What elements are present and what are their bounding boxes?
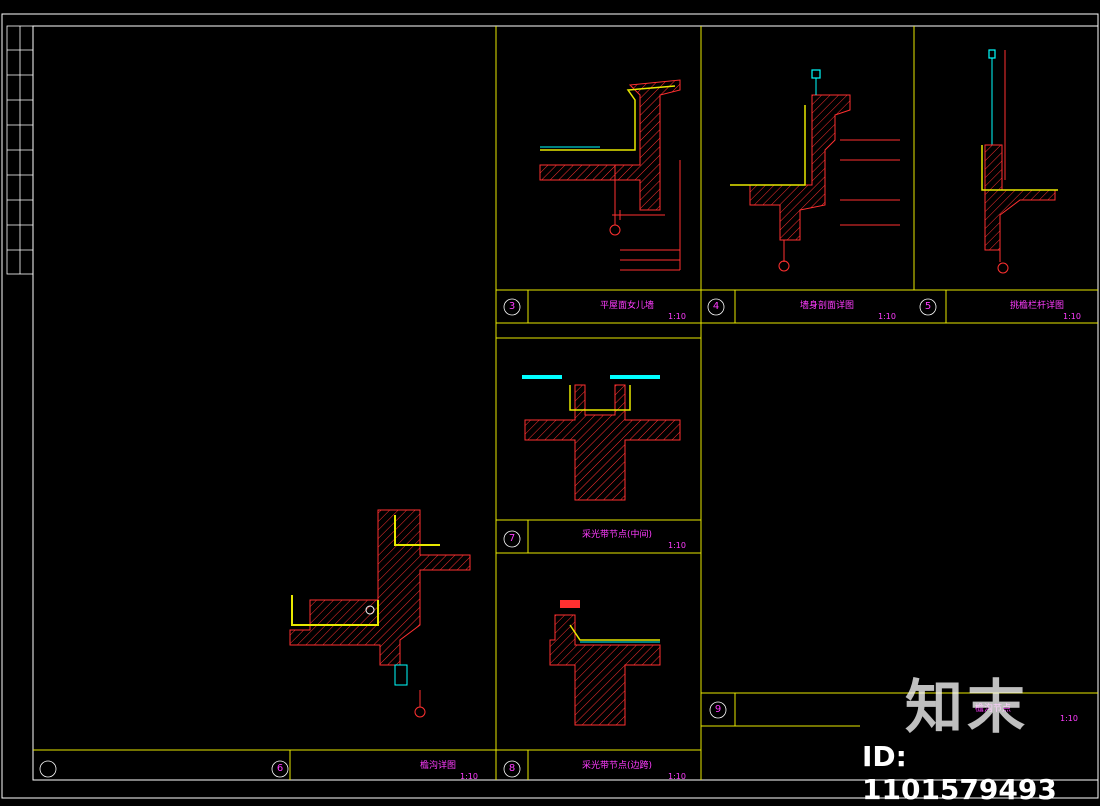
- detail-7-number: 7: [508, 533, 516, 544]
- detail-9-scale: 1:10: [1060, 714, 1078, 723]
- detail-9-number: 9: [714, 704, 722, 715]
- inner-border: [32, 25, 1099, 781]
- detail-7-scale: 1:10: [668, 541, 686, 550]
- detail-5-scale: 1:10: [1063, 312, 1081, 321]
- detail-6-title: 檐沟详图: [420, 761, 457, 771]
- detail-6-number: 6: [276, 763, 284, 774]
- detail-9-title: 檐沟节点: [975, 704, 1012, 714]
- detail-4-number: 4: [712, 301, 720, 312]
- detail-4-title: 墙身剖面详图: [800, 301, 855, 311]
- detail-3-parapet: [539, 79, 681, 271]
- detail-4-scale: 1:10: [878, 312, 896, 321]
- detail-5-title: 挑檐栏杆详图: [1010, 301, 1065, 311]
- detail-6-scale: 1:10: [460, 772, 478, 781]
- detail-circles: [39, 298, 937, 778]
- detail-3-scale: 1:10: [668, 312, 686, 321]
- detail-8-title: 采光带节点(边跨): [582, 761, 653, 771]
- detail-7-title: 采光带节点(中间): [582, 530, 653, 540]
- detail-3-title: 平屋面女儿墙: [600, 301, 655, 311]
- watermark-logo: 知末: [905, 673, 1030, 741]
- detail-5-number: 5: [924, 301, 932, 312]
- panel-grid: [33, 26, 1098, 780]
- detail-6-gutter: [289, 509, 471, 718]
- detail-5-railing: [981, 49, 1058, 274]
- detail-3-number: 3: [508, 301, 516, 312]
- detail-8-skylight-edge: [549, 600, 661, 726]
- detail-8-number: 8: [508, 763, 516, 774]
- watermark-id: ID: 1101579493: [862, 740, 1057, 806]
- detail-8-scale: 1:10: [668, 772, 686, 781]
- detail-7-skylight-middle: [522, 375, 681, 501]
- detail-4-wall-section: [730, 69, 900, 272]
- left-title-strip: [6, 25, 34, 275]
